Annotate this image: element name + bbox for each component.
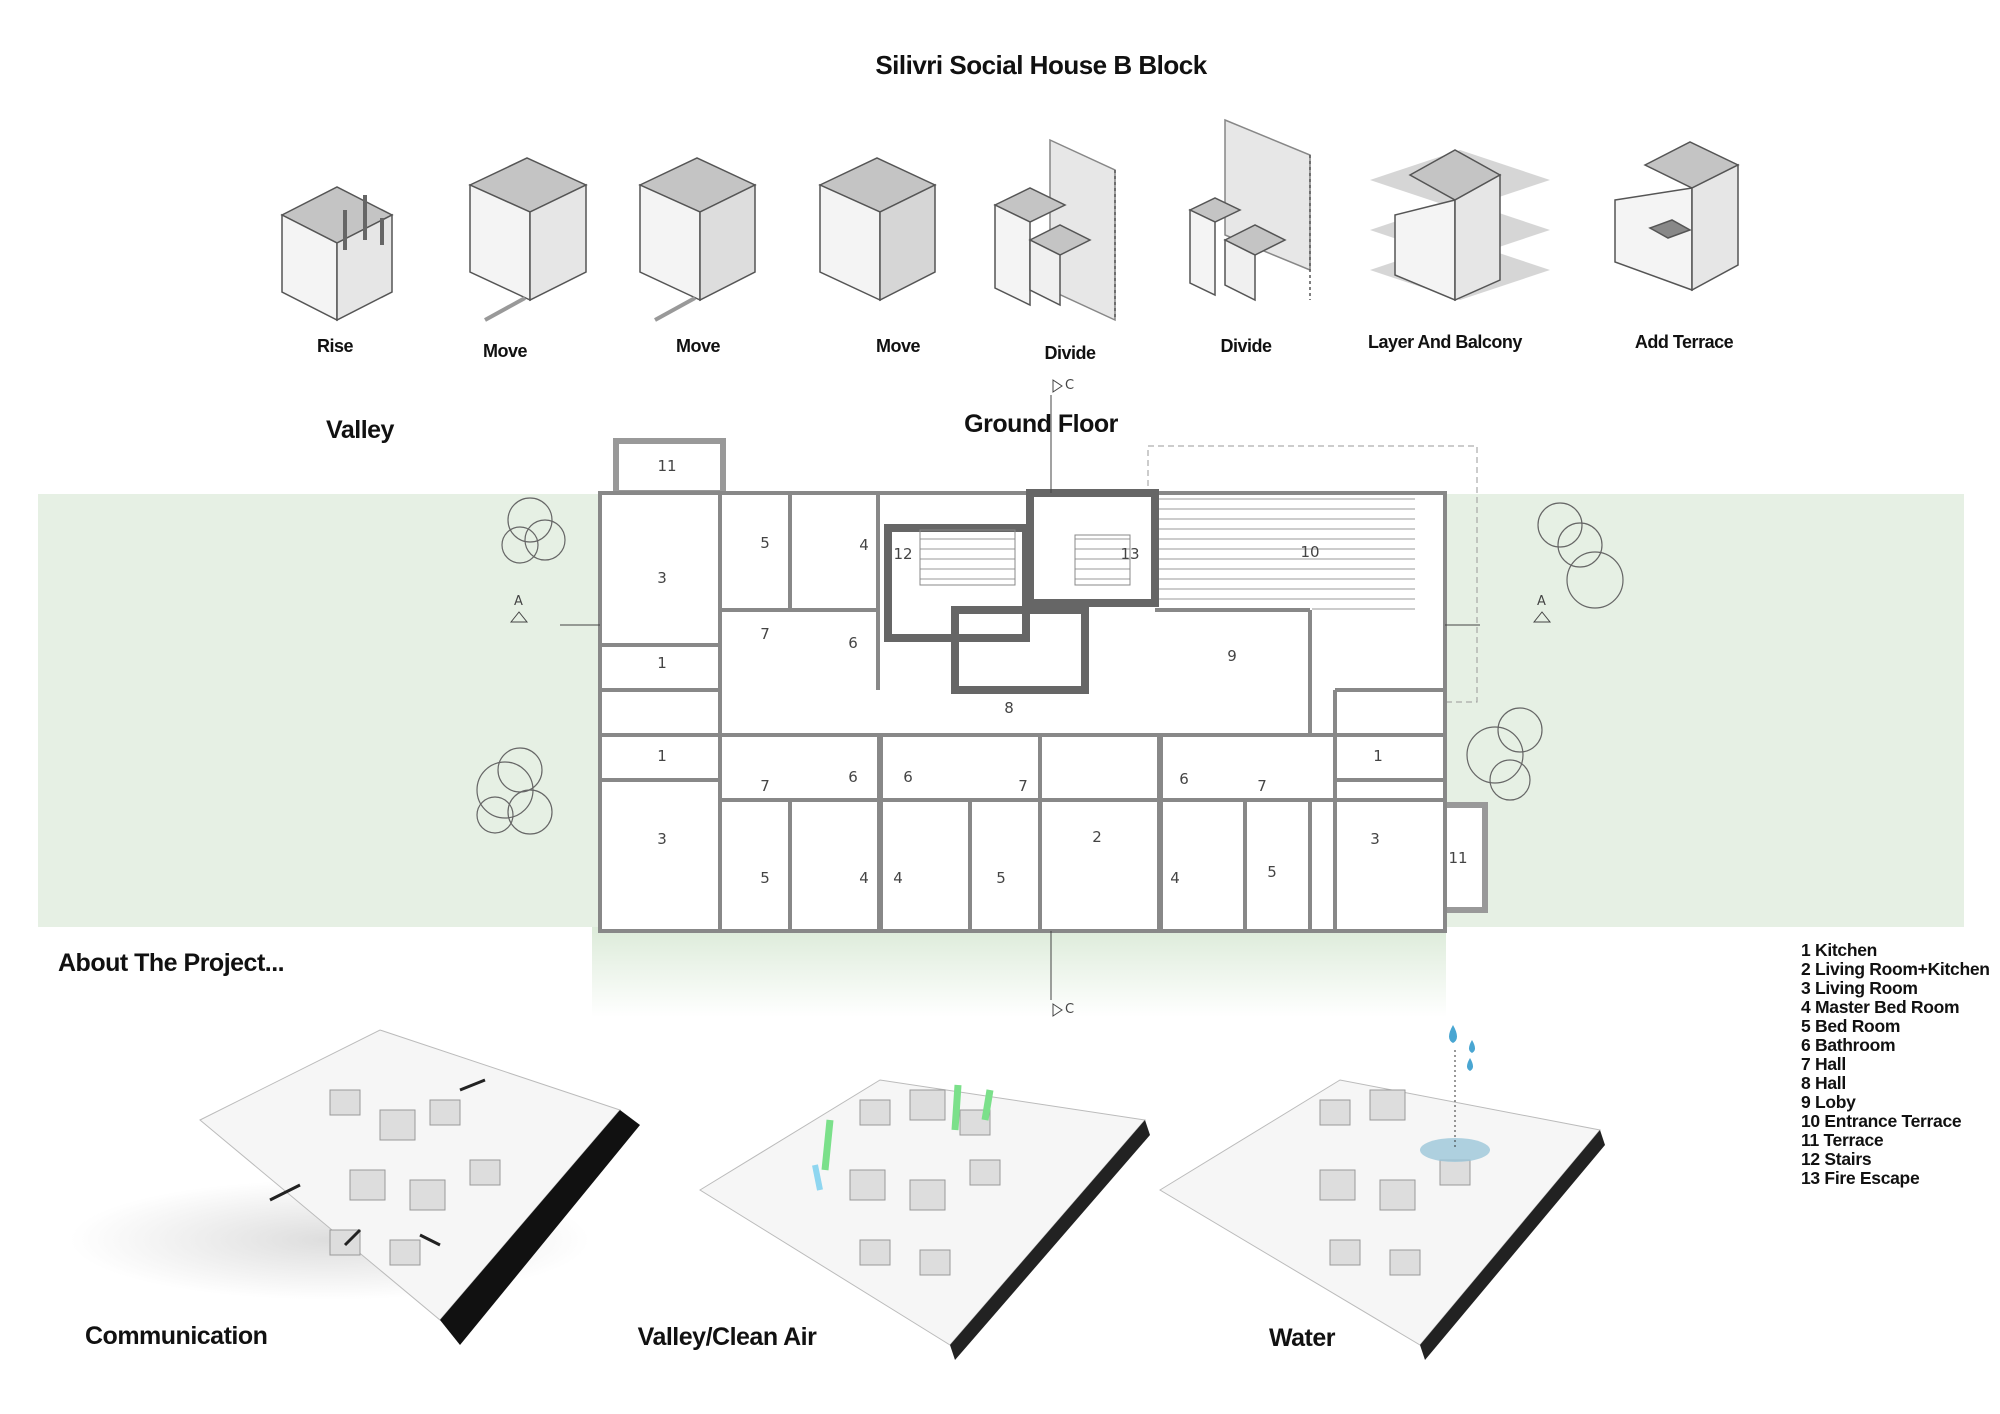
ground-floor-heading: Ground Floor — [964, 410, 1118, 438]
room-number: 4 — [859, 536, 869, 554]
room-number: 4 — [859, 869, 869, 887]
legend-item: 6 Bathroom — [1801, 1035, 1896, 1055]
ground-floor-plan — [509, 379, 1552, 1017]
massing-divide-icon-2 — [1188, 118, 1311, 302]
room-number: 7 — [760, 777, 770, 795]
section-mark-a-right: A — [1537, 594, 1546, 609]
communication-label: Communication — [85, 1322, 268, 1350]
room-number: 12 — [893, 545, 913, 563]
room-number: 7 — [1018, 777, 1028, 795]
legend-item: 3 Living Room — [1801, 978, 1918, 998]
room-number: 4 — [1170, 869, 1180, 887]
room-number: 2 — [1092, 828, 1102, 846]
site-model-communication — [199, 1029, 640, 1345]
legend-item: 8 Hall — [1801, 1073, 1846, 1093]
massing-move-icon — [468, 157, 588, 322]
legend-item: 7 Hall — [1801, 1054, 1846, 1074]
room-number: 5 — [760, 869, 770, 887]
legend-item: 11 Terrace — [1801, 1130, 1884, 1150]
room-number: 6 — [903, 768, 913, 786]
step-label-add-terrace: Add Terrace — [1634, 332, 1734, 352]
massing-add-terrace-icon — [1614, 141, 1740, 292]
step-label-rise: Rise — [316, 336, 354, 356]
massing-layer-balcony-icon — [1370, 149, 1550, 302]
room-legend: 1 Kitchen 2 Living Room+Kitchen 3 Living… — [1801, 941, 1990, 1188]
room-number: 11 — [1448, 849, 1468, 867]
board-title: Silivri Social House B Block — [875, 50, 1207, 80]
massing-rise-icon — [280, 186, 394, 322]
legend-item: 1 Kitchen — [1801, 940, 1878, 960]
massing-move-icon-3 — [818, 157, 937, 302]
step-label-move: Move — [482, 341, 528, 361]
room-number: 4 — [893, 869, 903, 887]
legend-item: 4 Master Bed Room — [1801, 997, 1960, 1017]
legend-item: 5 Bed Room — [1801, 1016, 1901, 1036]
legend-item: 10 Entrance Terrace — [1801, 1111, 1962, 1131]
room-number: 9 — [1227, 647, 1237, 665]
room-number: 3 — [1370, 830, 1380, 848]
room-number: 7 — [1257, 777, 1267, 795]
room-number: 1 — [657, 654, 667, 672]
clean-air-label: Valley/Clean Air — [637, 1323, 817, 1351]
room-number: 5 — [1267, 863, 1277, 881]
room-number: 8 — [1004, 699, 1014, 717]
massing-divide-icon — [993, 138, 1116, 322]
room-number: 6 — [848, 768, 858, 786]
step-label-move-2: Move — [675, 336, 721, 356]
room-number: 11 — [657, 457, 677, 475]
step-label-divide: Divide — [1044, 343, 1096, 363]
room-number: 6 — [1179, 770, 1189, 788]
room-number: 13 — [1120, 545, 1140, 563]
water-label: Water — [1268, 1324, 1336, 1352]
legend-item: 2 Living Room+Kitchen — [1801, 959, 1990, 979]
step-label-divide-2: Divide — [1220, 336, 1272, 356]
section-mark-c-top: C — [1065, 378, 1075, 393]
valley-fade — [592, 927, 1446, 1017]
room-number: 6 — [848, 634, 858, 652]
room-number: 3 — [657, 830, 667, 848]
room-number: 3 — [657, 569, 667, 587]
room-number: 7 — [760, 625, 770, 643]
legend-item: 13 Fire Escape — [1801, 1168, 1920, 1188]
section-mark-a-left: A — [514, 594, 523, 609]
room-number: 10 — [1300, 543, 1320, 561]
trees — [476, 497, 1624, 835]
massing-move-icon-2 — [638, 157, 757, 322]
site-model-clean-air — [699, 1079, 1150, 1360]
valley-heading: Valley — [326, 416, 394, 444]
legend-item: 12 Stairs — [1801, 1149, 1872, 1169]
step-label-move-3: Move — [875, 336, 921, 356]
site-model-water — [1159, 1025, 1605, 1360]
room-number: 5 — [760, 534, 770, 552]
site-diagrams — [70, 1025, 1605, 1360]
step-label-layer-balcony: Layer And Balcony — [1368, 332, 1522, 352]
room-number: 1 — [1373, 747, 1383, 765]
about-heading: About The Project... — [58, 949, 285, 977]
legend-item: 9 Loby — [1801, 1092, 1856, 1112]
room-number: 5 — [996, 869, 1006, 887]
section-mark-c-bottom: C — [1065, 1002, 1075, 1017]
room-number: 1 — [657, 747, 667, 765]
massing-diagrams — [280, 118, 1740, 322]
